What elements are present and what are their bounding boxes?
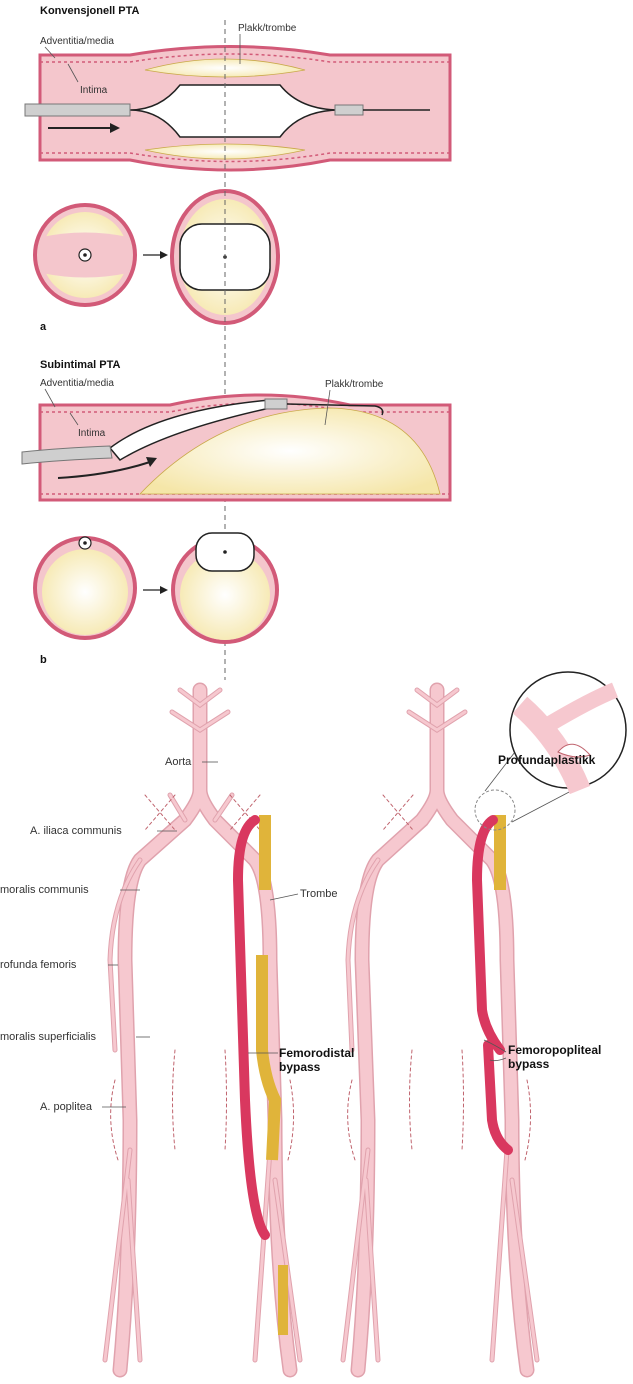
label-aorta: Aorta [165,756,192,768]
label-plaque-a: Plakk/trombe [238,23,297,34]
label-intima-b: Intima [78,428,106,439]
label-femoropopliteal: Femoropopliteal [508,1043,601,1057]
panel-b-title: Subintimal PTA [40,359,121,371]
panel-a-letter: a [40,321,47,333]
panel-b-letter: b [40,654,47,666]
profundaplastikk-inset [510,672,626,790]
label-trombe: Trombe [300,888,338,900]
label-femorodistal: Femorodistal [279,1046,354,1060]
label-femorodistal-bypass: bypass [279,1060,321,1074]
bypass-section: Aorta A. iliaca communis moralis communi… [0,672,626,1370]
label-iliaca: A. iliaca communis [30,825,122,837]
catheter-a [25,104,130,116]
label-femoralis-communis: moralis communis [0,884,89,896]
label-intima-a: Intima [80,85,108,96]
label-adventitia-a: Adventitia/media [40,36,114,47]
label-plaque-b: Plakk/trombe [325,379,384,390]
label-profunda-femoris: rofunda femoris [0,959,77,971]
label-profundaplastikk: Profundaplastikk [498,753,596,767]
label-poplitea: A. poplitea [40,1101,93,1113]
panel-a-title: Konvensjonell PTA [40,5,139,17]
panel-a: Konvensjonell PTA Adventitia/media Intim… [25,5,450,333]
panel-b: Subintimal PTA Adventitia/media Intima P… [22,359,450,666]
label-femoropopliteal-bypass: bypass [508,1057,550,1071]
label-femoralis-superficialis: moralis superficialis [0,1031,96,1043]
label-adventitia-b: Adventitia/media [40,378,114,389]
vessel-tree-left [105,690,300,1370]
vessel-tree-right [343,690,537,1370]
